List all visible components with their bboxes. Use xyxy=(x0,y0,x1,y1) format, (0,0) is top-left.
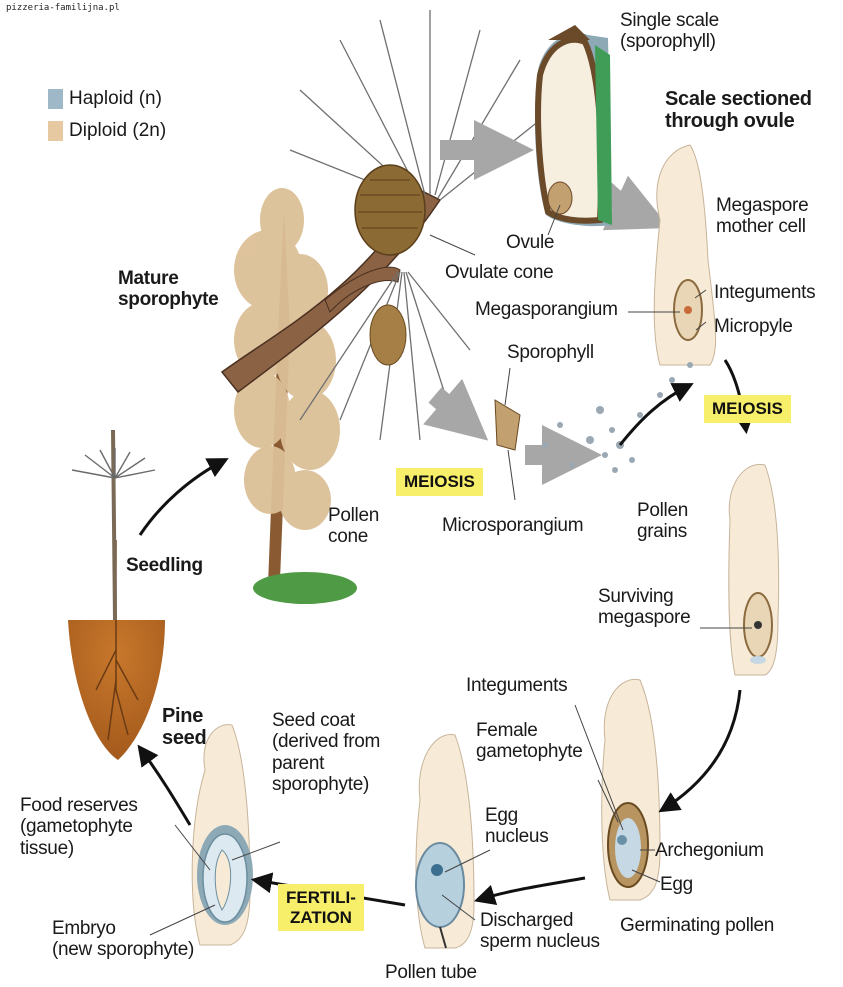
label-pollen-tube: Pollen tube xyxy=(385,962,477,983)
fertilization-stage xyxy=(416,734,474,948)
legend-haploid-label: Haploid (n) xyxy=(69,88,162,109)
label-mature-sporophyte: Mature sporophyte xyxy=(118,268,218,311)
haploid-swatch xyxy=(48,89,63,109)
legend-diploid: Diploid (2n) xyxy=(48,120,166,142)
label-discharged-sperm-nucleus: Discharged sperm nucleus xyxy=(480,910,600,953)
megaspore-stage xyxy=(729,464,779,675)
label-seedling: Seedling xyxy=(126,555,203,576)
label-seed-coat: Seed coat (derived from parent sporophyt… xyxy=(272,710,380,795)
label-pine-seed: Pine seed xyxy=(162,705,206,750)
label-ovule: Ovule xyxy=(506,232,554,253)
scale-section-ovule xyxy=(654,145,715,365)
single-scale-sporophyll xyxy=(535,25,612,226)
stage-meiosis-center: MEIOSIS xyxy=(396,468,483,496)
legend-haploid: Haploid (n) xyxy=(48,88,162,110)
label-megasporangium: Megasporangium xyxy=(475,299,618,320)
stage-fertilization: FERTILI- ZATION xyxy=(278,884,364,931)
label-scale-sectioned: Scale sectioned through ovule xyxy=(665,88,812,133)
label-integuments-top: Integuments xyxy=(714,282,815,303)
label-germinating-pollen: Germinating pollen xyxy=(620,915,774,936)
label-megaspore-mother-cell: Megaspore mother cell xyxy=(716,195,808,238)
label-microsporangium: Microsporangium xyxy=(442,515,583,536)
label-pollen-grains: Pollen grains xyxy=(637,500,688,543)
label-female-gametophyte: Female gametophyte xyxy=(476,720,583,763)
label-micropyle: Micropyle xyxy=(714,316,793,337)
seedling-illustration xyxy=(68,430,165,760)
diploid-swatch xyxy=(48,121,63,141)
label-surviving-megaspore: Surviving megaspore xyxy=(598,586,690,629)
label-pollen-cone: Pollen cone xyxy=(328,505,379,548)
label-embryo: Embryo (new sporophyte) xyxy=(52,918,194,961)
label-archegonium: Archegonium xyxy=(655,840,764,861)
label-egg: Egg xyxy=(660,874,693,895)
pine-seed-stage xyxy=(192,725,253,945)
label-sporophyll: Sporophyll xyxy=(507,342,594,363)
sporophyll-scale xyxy=(495,400,520,450)
watermark: pizzeria-familijna.pl xyxy=(6,3,120,13)
label-food-reserves: Food reserves (gametophyte tissue) xyxy=(20,795,138,859)
archegonium-stage xyxy=(602,679,660,900)
label-ovulate-cone: Ovulate cone xyxy=(445,262,553,283)
stage-meiosis-right: MEIOSIS xyxy=(704,395,791,423)
label-single-scale: Single scale (sporophyll) xyxy=(620,10,719,53)
label-egg-nucleus: Egg nucleus xyxy=(485,805,548,848)
label-integuments-bottom: Integuments xyxy=(466,675,567,696)
legend-diploid-label: Diploid (2n) xyxy=(69,120,166,141)
